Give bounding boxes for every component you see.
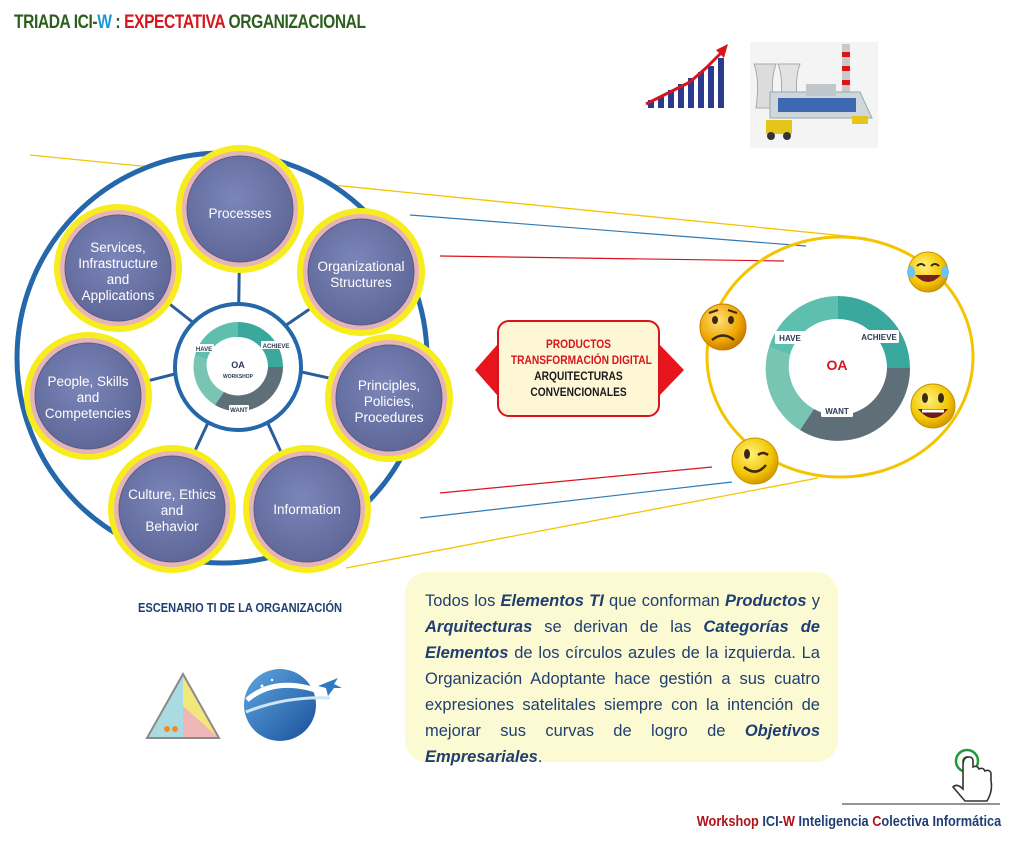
svg-text:WORKSHOP: WORKSHOP bbox=[223, 374, 254, 380]
oa-core-right: HAVE ACHIEVE WANT OA bbox=[765, 295, 911, 441]
node-label: Principles,Policies,Procedures bbox=[354, 378, 423, 425]
svg-text:WANT: WANT bbox=[825, 407, 849, 416]
node-label: Processes bbox=[208, 206, 271, 221]
svg-text:HAVE: HAVE bbox=[196, 347, 212, 353]
node-information bbox=[243, 445, 371, 573]
products-box: PRODUCTOS TRANSFORMACIÓN DIGITAL ARQUITE… bbox=[497, 320, 660, 417]
svg-text:ACHIEVE: ACHIEVE bbox=[861, 333, 897, 342]
node-culture bbox=[108, 445, 236, 573]
description-note: Todos los Elementos TI que conforman Pro… bbox=[405, 572, 838, 766]
node-people bbox=[24, 332, 152, 460]
globe-plane-icon bbox=[244, 669, 342, 741]
box-line: PRODUCTOS bbox=[546, 337, 611, 351]
page-title: TRIADA ICI-W : EXPECTATIVA ORGANIZACIONA… bbox=[14, 12, 366, 33]
svg-text:OA: OA bbox=[827, 357, 848, 373]
node-services bbox=[54, 204, 182, 332]
scenario-caption: ESCENARIO TI DE LA ORGANIZACIÓN bbox=[138, 600, 343, 615]
satellite-orbit bbox=[705, 235, 975, 479]
sad-face-icon bbox=[699, 303, 747, 351]
footer-credit: Workshop ICI-W Inteligencia Colectiva In… bbox=[696, 813, 1001, 830]
touch-hand-icon bbox=[842, 748, 1000, 805]
box-line: TRANSFORMACIÓN DIGITAL bbox=[510, 353, 652, 367]
svg-text:HAVE: HAVE bbox=[779, 334, 801, 343]
factory-icon bbox=[750, 42, 878, 148]
oa-core-left: HAVE ACHIEVE WANT OA WORKSHOP bbox=[173, 302, 303, 432]
node-principles bbox=[325, 334, 453, 462]
growth-chart-icon bbox=[645, 44, 728, 108]
winking-face-icon bbox=[731, 437, 779, 485]
triad-logo-icon bbox=[145, 671, 221, 739]
node-organizational-structures bbox=[297, 208, 425, 336]
arrow-right-icon bbox=[660, 345, 684, 395]
box-line: CONVENCIONALES bbox=[530, 385, 627, 399]
grinning-face-icon bbox=[910, 383, 956, 429]
box-line: ARQUITECTURAS bbox=[534, 369, 623, 383]
laughing-face-icon bbox=[907, 251, 949, 293]
node-label: Information bbox=[273, 502, 341, 517]
svg-text:OA: OA bbox=[231, 360, 245, 370]
node-processes bbox=[176, 145, 304, 273]
arrow-left-icon bbox=[475, 345, 497, 395]
svg-text:ACHIEVE: ACHIEVE bbox=[263, 344, 290, 350]
svg-text:WANT: WANT bbox=[230, 408, 248, 414]
